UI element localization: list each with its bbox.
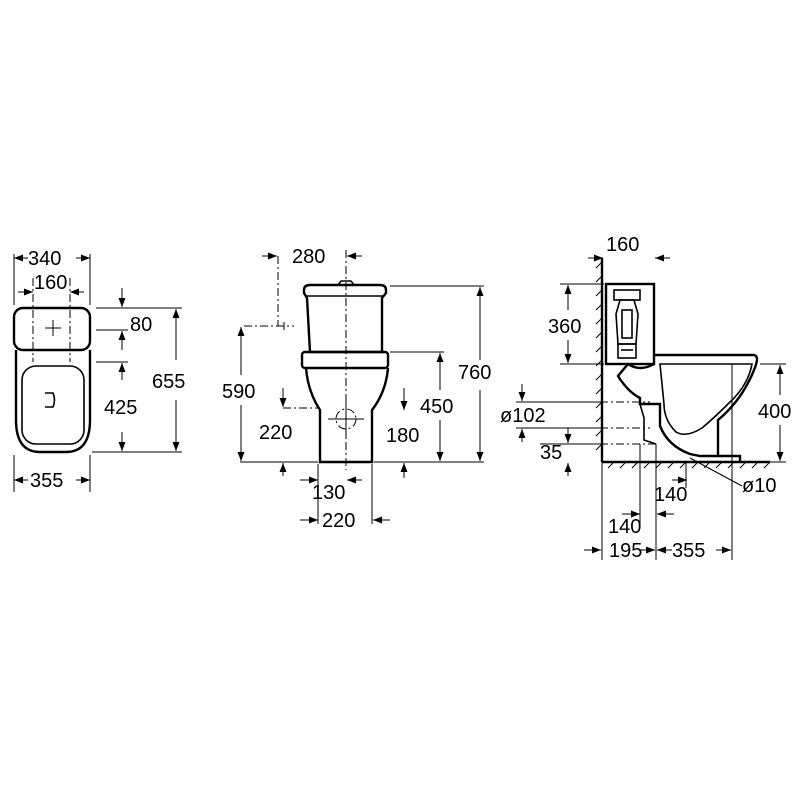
front-dim-220-base-label: 220 (322, 510, 355, 532)
side-dim-160-label: 160 (606, 234, 639, 256)
top-width-340-label: 340 (28, 248, 61, 270)
top-tank-outline (12, 306, 92, 352)
side-dim-35-label: 35 (540, 442, 562, 464)
front-dim-220-inlet-label: 220 (259, 422, 292, 444)
side-flush-mechanism (613, 289, 641, 359)
front-dim-450-label: 450 (420, 396, 453, 418)
top-dim-80-label: 80 (130, 314, 152, 336)
side-dim-400-label: 400 (758, 401, 791, 423)
top-center-cross (45, 320, 61, 336)
top-dim-425-label: 425 (104, 397, 137, 419)
top-lid-notch (45, 392, 56, 408)
side-dim-140-upper-label: 140 (654, 484, 687, 506)
front-dim-280-label: 280 (292, 246, 325, 268)
side-pan-outline (616, 353, 759, 462)
side-dim-o10-label: ø10 (742, 475, 776, 497)
front-seat-band (300, 350, 390, 370)
side-dim-o102-label: ø102 (500, 405, 546, 427)
side-dim-140-lower-label: 140 (608, 516, 641, 538)
side-dim-360-label: 360 (548, 316, 581, 338)
front-dim-760-label: 760 (458, 362, 491, 384)
front-dim-130-label: 130 (312, 482, 345, 504)
side-wall-hatch (595, 261, 603, 451)
front-dim-180-label: 180 (386, 425, 419, 447)
side-dim-195-label: 195 (609, 540, 642, 562)
front-bowl-outline (304, 367, 390, 464)
top-depth-655-label: 655 (152, 371, 185, 393)
top-width-160-label: 160 (34, 272, 67, 294)
front-view: 280 590 220 760 450 180 130 220 (222, 246, 491, 532)
front-tank-outline (302, 283, 388, 354)
side-dim-355-label: 355 (672, 540, 705, 562)
side-floor-hatch (607, 461, 771, 469)
front-dim-590-label: 590 (222, 381, 255, 403)
top-bowl-outline (14, 350, 92, 454)
top-view: 340 160 80 425 655 355 (12, 248, 185, 492)
top-width-355-label: 355 (30, 470, 63, 492)
top-seat-outline (21, 365, 85, 445)
side-view: 160 360 400 ø102 35 140 ø10 140 195 (500, 234, 791, 562)
